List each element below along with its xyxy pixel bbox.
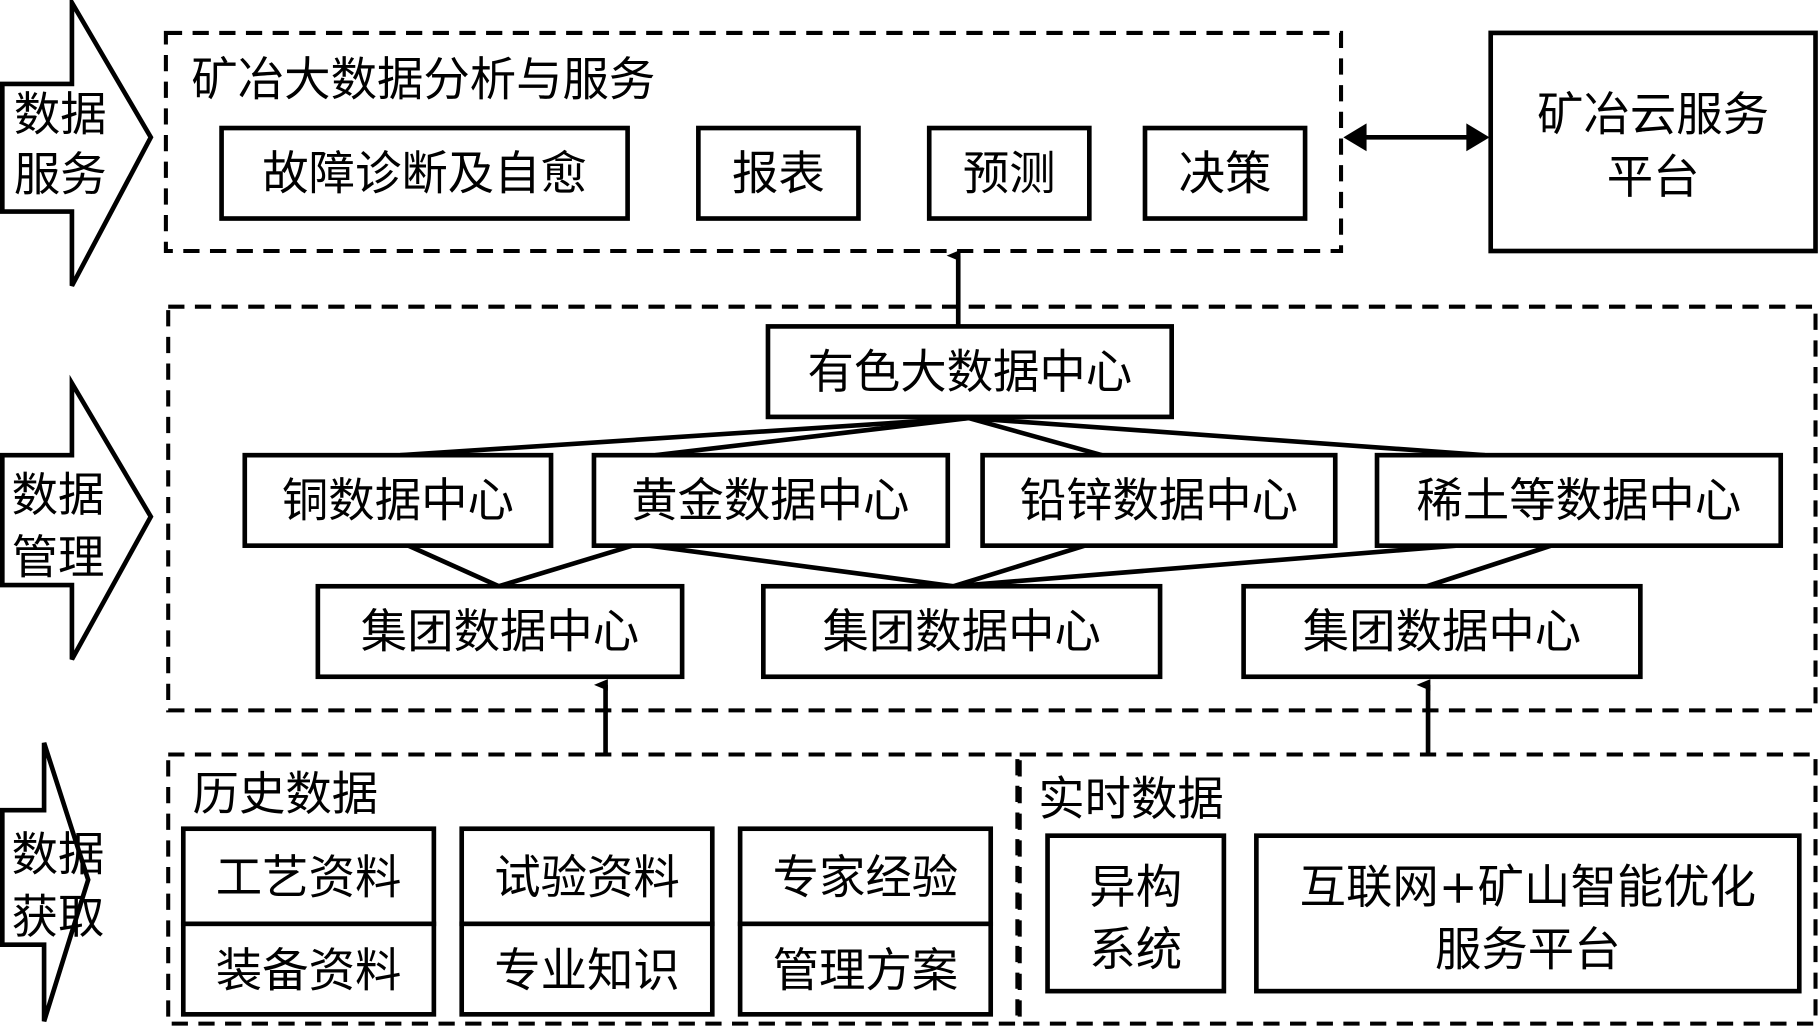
cloud-platform-label: 矿冶云服务 [1537, 87, 1769, 141]
realtime-group-title: 实时数据 [1038, 772, 1224, 826]
service-group-border [163, 30, 1344, 254]
service-item-label: 预测 [963, 147, 1056, 201]
group-data-center[interactable]: 集团数据中心 [315, 583, 685, 680]
service-item[interactable]: 预测 [926, 125, 1092, 221]
service-item[interactable]: 故障诊断及自愈 [219, 125, 630, 221]
service-item[interactable]: 决策 [1142, 125, 1308, 221]
connector-lines [400, 415, 1552, 589]
internet-mining-platform-label: 互联网+矿山智能优化 [1300, 860, 1756, 914]
cloud-platform-label: 平台 [1607, 150, 1700, 204]
arrowhead-left-icon [1343, 123, 1367, 152]
bidirectional-arrow [1343, 123, 1490, 152]
metal-data-center-label: 稀土等数据中心 [1416, 474, 1741, 528]
heterogeneous-system-label: 系统 [1089, 923, 1182, 977]
service-item-label: 报表 [732, 147, 825, 201]
group-data-center[interactable]: 集团数据中心 [1241, 583, 1643, 680]
service-group-title: 矿冶大数据分析与服务 [191, 53, 655, 107]
history-item-label: 工艺资料 [216, 851, 402, 905]
history-item-label: 专家经验 [773, 851, 959, 905]
history-item[interactable]: 装备资料 [180, 921, 437, 1017]
layer-arrow-service: 数据 服务 [0, 0, 154, 287]
arrow-shape-icon [0, 742, 91, 1022]
top-data-center-label: 有色大数据中心 [807, 345, 1132, 399]
service-item-label: 决策 [1179, 147, 1272, 201]
history-item-label: 装备资料 [216, 943, 402, 997]
layer-label: 数据 [12, 827, 105, 881]
group-data-center-label: 集团数据中心 [361, 605, 639, 659]
metal-data-center-label: 黄金数据中心 [631, 474, 909, 528]
group-data-center[interactable]: 集团数据中心 [761, 583, 1163, 680]
realtime-group: 实时数据 异构 系统 互联网+矿山智能优化 服务平台 [1017, 752, 1818, 1026]
history-item-label: 试验资料 [494, 851, 680, 905]
service-item-label: 故障诊断及自愈 [262, 147, 587, 201]
arrowhead-right-icon [1466, 123, 1490, 152]
internet-mining-platform-box[interactable]: 互联网+矿山智能优化 服务平台 [1254, 833, 1802, 994]
group-data-center-label: 集团数据中心 [823, 605, 1101, 659]
layer-label: 获取 [12, 890, 105, 944]
layer-label: 数据 [12, 468, 105, 522]
history-item[interactable]: 试验资料 [459, 826, 715, 927]
internet-mining-platform-label: 服务平台 [1435, 923, 1621, 977]
history-item-label: 专业知识 [494, 943, 680, 997]
metal-data-center-label: 铜数据中心 [282, 474, 514, 528]
cloud-platform-box[interactable]: 矿冶云服务 平台 [1488, 30, 1818, 254]
layer-label: 管理 [12, 531, 105, 585]
management-group: 有色大数据中心 铜数据中心 黄金数据中心 铅锌数据中心 稀土等数据中心 集团数据… [166, 304, 1818, 713]
metal-data-center[interactable]: 黄金数据中心 [591, 452, 951, 548]
layer-arrow-management: 数据 管理 [0, 374, 154, 661]
heterogeneous-system-box[interactable]: 异构 系统 [1045, 833, 1227, 994]
history-item[interactable]: 管理方案 [737, 921, 994, 1017]
history-item[interactable]: 专业知识 [459, 921, 715, 1017]
service-item[interactable]: 报表 [696, 125, 861, 221]
layer-label: 数据 [14, 87, 107, 141]
metal-data-center[interactable]: 稀土等数据中心 [1374, 452, 1784, 548]
history-group: 历史数据 工艺资料 试验资料 专家经验 装备资料 专业知识 管理方案 [166, 752, 1020, 1026]
top-data-center[interactable]: 有色大数据中心 [765, 324, 1174, 420]
layer-label: 服务 [14, 148, 107, 202]
heterogeneous-system-label: 异构 [1089, 860, 1182, 914]
arrow-shape-icon [0, 0, 154, 287]
history-item[interactable]: 工艺资料 [180, 826, 437, 927]
metal-data-center-label: 铅锌数据中心 [1020, 474, 1298, 528]
arrow-shape-icon [0, 374, 154, 661]
management-group-border [166, 304, 1818, 713]
service-group: 矿冶大数据分析与服务 故障诊断及自愈 报表 预测 决策 [163, 30, 1344, 254]
metal-data-center[interactable]: 铜数据中心 [242, 452, 554, 548]
history-group-title: 历史数据 [193, 767, 379, 821]
group-data-center-label: 集团数据中心 [1303, 605, 1581, 659]
layer-arrow-acquisition: 数据 获取 [0, 742, 105, 1022]
metal-data-center[interactable]: 铅锌数据中心 [980, 452, 1338, 548]
history-item-label: 管理方案 [773, 943, 959, 997]
history-item[interactable]: 专家经验 [737, 826, 994, 927]
